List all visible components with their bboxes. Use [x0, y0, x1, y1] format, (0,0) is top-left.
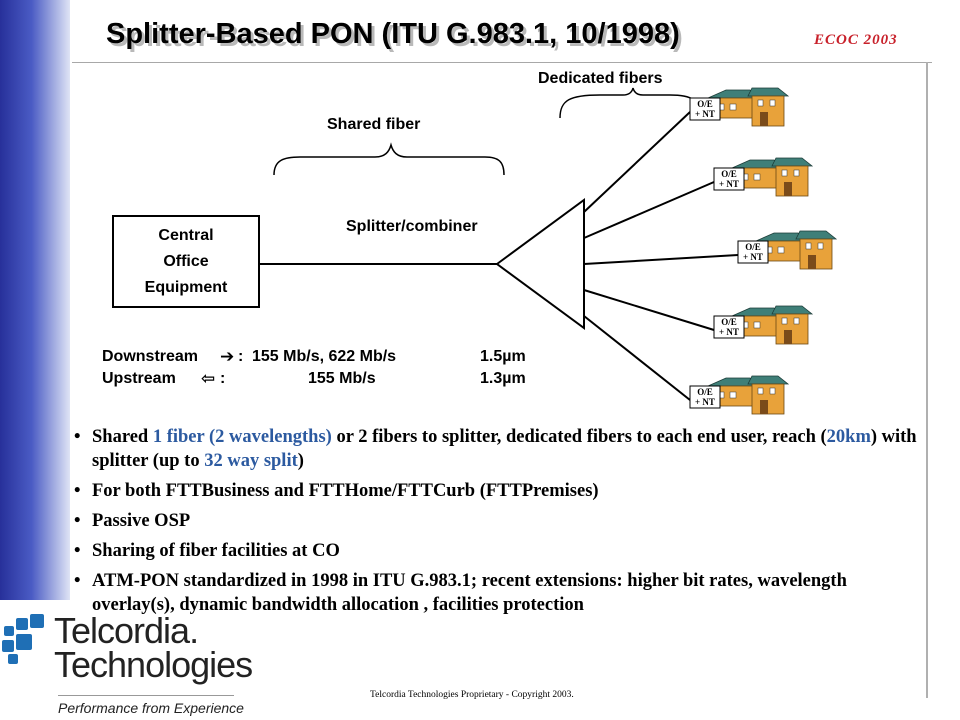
bullet-text: or 2 fibers to splitter, dedicated fiber… — [331, 427, 827, 447]
bullet-highlight: 20km — [826, 427, 871, 447]
downstream-label: Downstream — [102, 348, 199, 365]
house-icon: O/E+ NT — [713, 305, 814, 345]
downstream-rates: 155 Mb/s, 622 Mb/s — [252, 348, 397, 365]
onu-label-nt: + NT — [719, 179, 739, 189]
bullet-text: ) — [297, 451, 304, 471]
house-icon: O/E+ NT — [713, 157, 814, 197]
upstream-label: Upstream — [102, 370, 176, 387]
onu-label-oe: O/E — [721, 169, 737, 179]
bullet-item: • Passive OSP — [72, 509, 932, 533]
house-icon: O/E+ NT — [737, 230, 838, 270]
dedicated-fibers-label: Dedicated fibers — [538, 70, 663, 87]
drop-fibers — [583, 111, 739, 401]
bullet-highlight: 32 way split — [204, 451, 298, 471]
upstream-rates: 155 Mb/s — [308, 370, 376, 387]
house-icon: O/E+ NT — [689, 375, 790, 415]
bullet-text: ) with splitter (up to — [92, 427, 917, 471]
bullet-dot-icon: • — [74, 541, 81, 561]
bullet-text: ATM-PON standardized in 1998 in ITU G.98… — [92, 571, 847, 615]
slide-title: Splitter-Based PON (ITU G.983.1, 10/1998… — [106, 18, 680, 50]
co-line: Office — [163, 252, 209, 270]
onu-label-nt: + NT — [695, 397, 715, 407]
drop-fiber — [583, 254, 739, 265]
company-tagline: Performance from Experience — [58, 700, 244, 716]
bullet-dot-icon: • — [74, 571, 81, 591]
onu-label-nt: + NT — [743, 252, 763, 262]
conference-label: ECOC 2003 — [814, 32, 898, 48]
onu-label-oe: O/E — [697, 387, 713, 397]
left-arrow-icon: ⇦ — [201, 369, 216, 389]
bullet-text: For both FTTBusiness and FTTHome/FTTCurb… — [92, 481, 599, 501]
downstream-wavelength: 1.5µm — [480, 348, 526, 365]
company-logo-text: Telcordia. Technologies — [54, 610, 253, 685]
splitter-label: Splitter/combiner — [346, 218, 478, 235]
bullet-list: • Shared 1 fiber (2 wavelengths) or 2 fi… — [72, 425, 932, 623]
onu-label-nt: + NT — [719, 327, 739, 337]
bullet-item: • Shared 1 fiber (2 wavelengths) or 2 fi… — [72, 425, 932, 473]
drop-fiber — [583, 111, 691, 213]
bullet-highlight: 1 fiber (2 wavelengths) — [152, 427, 332, 447]
onu-label-oe: O/E — [721, 317, 737, 327]
bullet-text: Passive OSP — [92, 511, 191, 531]
onu-label-oe: O/E — [697, 99, 713, 109]
onu-label-oe: O/E — [745, 242, 761, 252]
left-accent-bar — [0, 0, 70, 600]
bullet-dot-icon: • — [74, 427, 81, 447]
splitter-symbol — [495, 198, 585, 330]
bullet-dot-icon: • — [74, 481, 81, 501]
bullet-item: • ATM-PON standardized in 1998 in ITU G.… — [72, 569, 932, 617]
house-icon: O/E+ NT — [689, 87, 790, 127]
end-user-houses: O/E+ NTO/E+ NTO/E+ NTO/E+ NTO/E+ NT — [689, 87, 838, 415]
upstream-colon: : — [220, 370, 226, 387]
upstream-wavelength: 1.3µm — [480, 370, 526, 387]
telcordia-logo-icon — [2, 614, 44, 664]
drop-fiber — [583, 181, 715, 239]
bullet-dot-icon: • — [74, 511, 81, 531]
shared-fiber-label: Shared fiber — [327, 116, 421, 133]
onu-label-nt: + NT — [695, 109, 715, 119]
company-line: Technologies — [54, 644, 253, 685]
shared-fiber-brace — [273, 142, 505, 176]
bullet-item: • Sharing of fiber facilities at CO — [72, 539, 932, 563]
bullet-text: Shared — [92, 427, 153, 447]
downstream-colon: : — [238, 348, 244, 365]
dedicated-fibers-brace — [559, 87, 701, 119]
co-line: Central — [158, 226, 214, 244]
logo-divider — [58, 695, 234, 696]
central-office-box: Central Office Equipment — [112, 215, 260, 308]
bullet-item: • For both FTTBusiness and FTTHome/FTTCu… — [72, 479, 932, 503]
bullet-text: Sharing of fiber facilities at CO — [92, 541, 340, 561]
company-line: Telcordia. — [54, 610, 199, 651]
top-rule — [72, 62, 932, 63]
right-arrow-icon: ➔ — [220, 347, 235, 367]
pon-diagram: O/E+ NTO/E+ NTO/E+ NTO/E+ NTO/E+ NT — [260, 87, 838, 415]
copyright-footer: Telcordia Technologies Proprietary - Cop… — [370, 690, 574, 700]
right-rule — [926, 62, 928, 698]
drop-fiber — [583, 289, 715, 331]
drop-fiber — [583, 315, 691, 401]
co-line: Equipment — [144, 278, 228, 296]
